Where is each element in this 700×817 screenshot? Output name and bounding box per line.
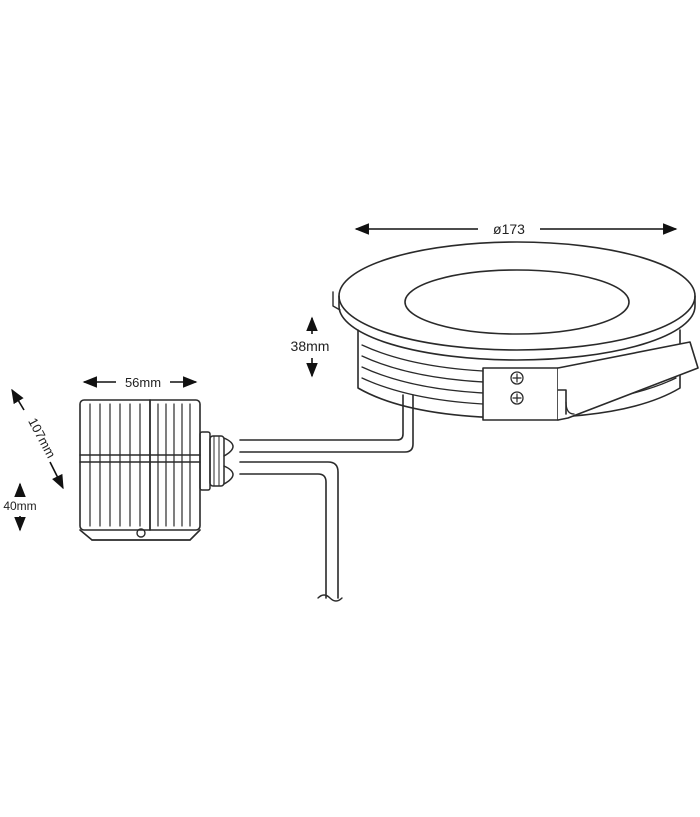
cable-gland — [199, 431, 234, 491]
screw-icon — [510, 371, 524, 385]
dimension-box-width: 56mm — [82, 375, 198, 390]
dimension-box-length: 107mm — [11, 388, 64, 490]
dimension-height: 38mm — [291, 316, 330, 378]
height-label: 38mm — [291, 338, 330, 354]
diameter-label: ø173 — [493, 221, 525, 237]
box-width-label: 56mm — [125, 375, 161, 390]
dimension-diameter: ø173 — [354, 221, 678, 237]
screw-icon — [510, 391, 524, 405]
dimension-box-height: 40mm — [3, 482, 37, 532]
recessed-fixture — [332, 241, 699, 421]
box-height-label: 40mm — [3, 499, 36, 513]
cable-lines — [239, 394, 414, 602]
driver-box — [79, 399, 201, 541]
box-length-label: 107mm — [25, 415, 59, 460]
